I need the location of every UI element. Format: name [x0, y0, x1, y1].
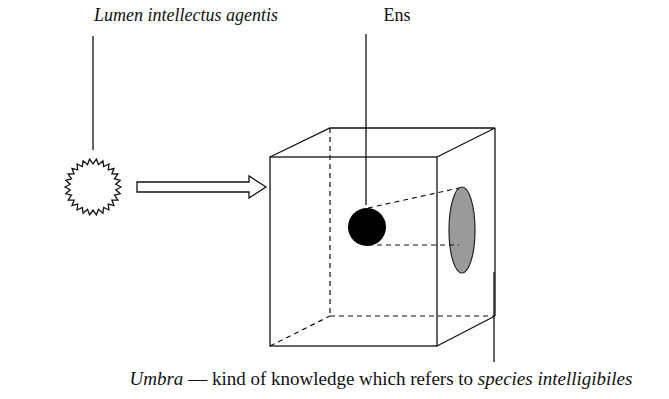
leader-line [92, 36, 93, 150]
label-word: to [458, 368, 478, 389]
light-arrow [137, 176, 266, 198]
label-word: Umbra [130, 368, 189, 389]
callout-label: Ens [384, 5, 411, 26]
label-word: Lumen [94, 5, 148, 25]
label-word: which [359, 368, 410, 389]
label-word: Ens [384, 5, 411, 25]
callout-label: Umbra — kind of knowledge which refers t… [130, 368, 633, 390]
label-word: of [250, 368, 271, 389]
label-word: species [478, 368, 538, 389]
callout-label: Lumen intellectus agentis [94, 5, 278, 26]
label-word: knowledge [271, 368, 359, 389]
shadow-ellipse [449, 187, 475, 273]
label-word: — [188, 368, 212, 389]
label-word: kind [212, 368, 251, 389]
label-word: intelligibiles [537, 368, 632, 389]
leader-line [365, 34, 366, 205]
label-word: agentis [226, 5, 278, 25]
label-word: intellectus [148, 5, 226, 25]
cube-hidden-edges [270, 128, 495, 346]
cube [270, 128, 495, 346]
light-source [65, 159, 121, 215]
ens-ball [348, 208, 386, 246]
label-word: refers [410, 368, 458, 389]
